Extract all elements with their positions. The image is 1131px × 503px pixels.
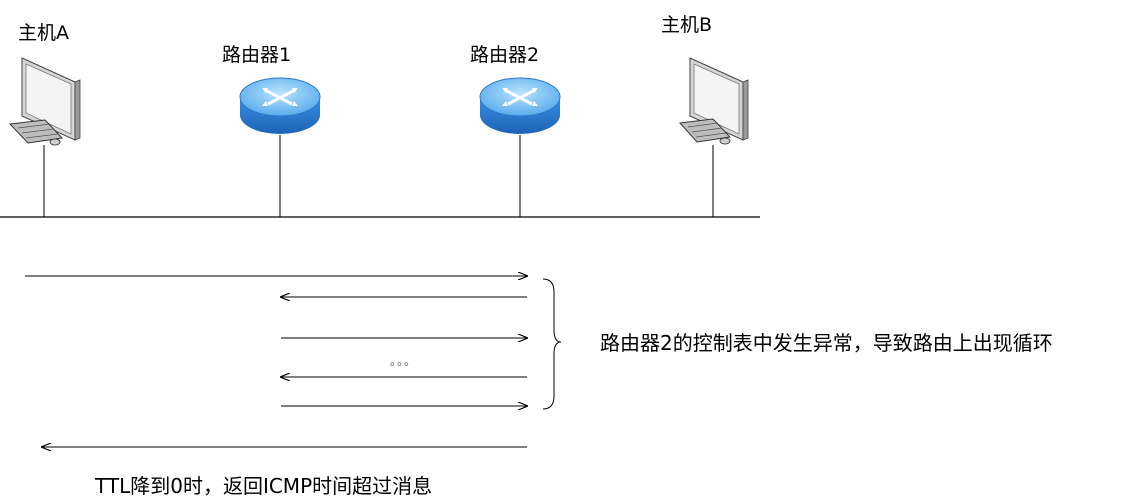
host-a-label: 主机A — [18, 22, 69, 44]
router-2-label: 路由器2 — [470, 44, 540, 66]
loop-annotation: 路由器2的控制表中发生异常，导致路由上出现循环 — [600, 331, 1053, 355]
ttl-annotation: TTL降到0时，返回ICMP时间超过消息 — [95, 474, 433, 498]
router-1-label: 路由器1 — [222, 44, 292, 66]
loop-brace — [542, 278, 562, 410]
router-2-icon — [479, 77, 561, 134]
router-1-icon — [239, 77, 321, 134]
ellipsis-text: 。。。 — [390, 354, 418, 368]
host-b-label: 主机B — [661, 14, 713, 36]
host-a-computer-icon — [8, 57, 81, 146]
host-b-computer-icon — [678, 57, 749, 145]
